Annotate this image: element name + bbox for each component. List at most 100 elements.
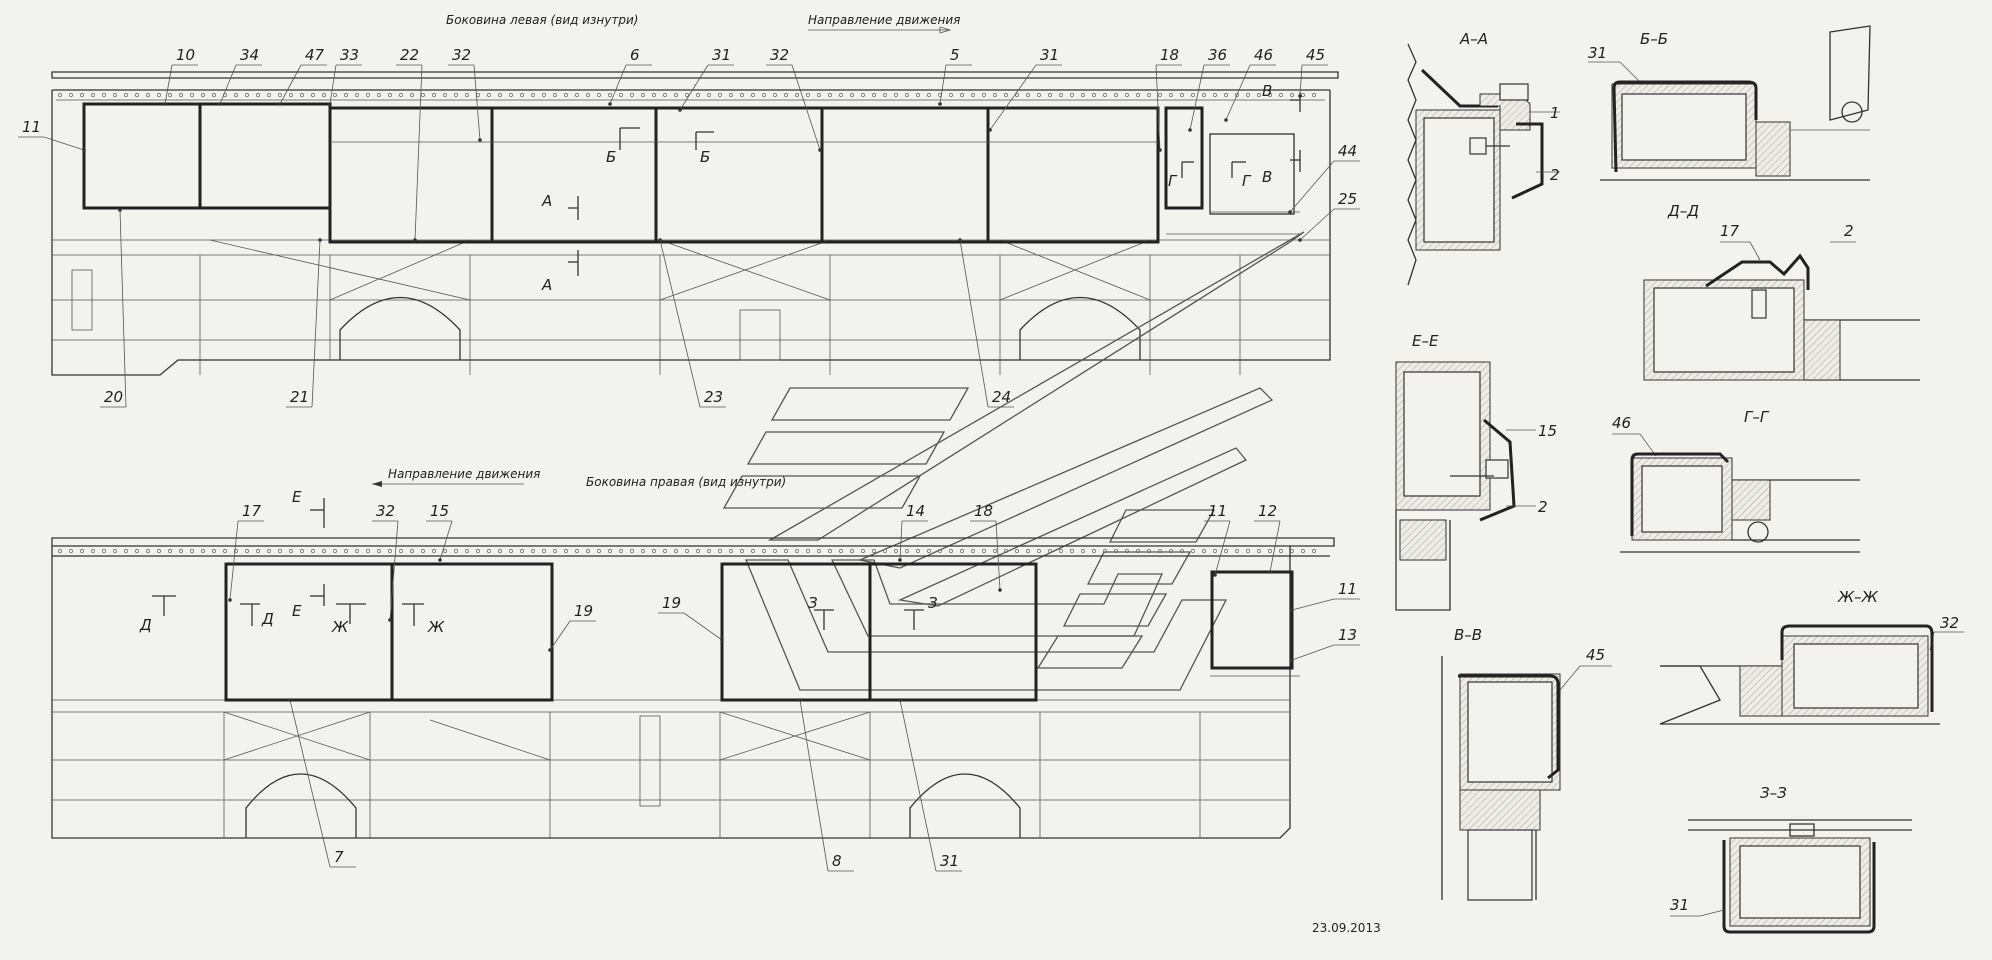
section-dd-title: Д–Д (1667, 202, 1699, 220)
right-cut-mark-7: З (928, 594, 938, 612)
left-callout-21: 21 (290, 388, 309, 406)
right-rivet-row (58, 549, 1316, 553)
section-ee-title: Е–Е (1412, 332, 1439, 350)
section-ee-label-15: 15 (1538, 422, 1557, 440)
right-callout-11: 11 (1208, 502, 1227, 520)
left-callout-leaders (18, 64, 1360, 408)
left-window-5 (654, 106, 824, 244)
section-dd-label-2: 2 (1844, 222, 1854, 240)
right-callout-19: 19 (662, 594, 681, 612)
left-cut-mark-6: В (1262, 82, 1272, 100)
left-window-7 (986, 106, 1160, 244)
section-aa-title: А–А (1459, 30, 1488, 48)
right-callout-8: 8 (832, 852, 842, 870)
left-direction-label: Направление движения (808, 13, 960, 27)
left-side-panel: Боковина левая (вид изнутри) Направление… (18, 13, 1360, 408)
left-callout-45: 45 (1306, 46, 1325, 64)
left-callout-46: 46 (1254, 46, 1273, 64)
right-cut-mark-6: З (808, 594, 818, 612)
right-wheel-arch-rear (909, 773, 1021, 838)
section-aa-label-2: 2 (1550, 166, 1560, 184)
section-ee: Е–Е 15 2 (1395, 332, 1557, 611)
section-zhzh-title: Ж–Ж (1837, 588, 1879, 606)
left-wheel-arch-front (339, 297, 461, 360)
left-direction-arrow-icon (939, 26, 952, 34)
right-callout-19: 19 (574, 602, 593, 620)
left-cut-mark-3: А (541, 276, 552, 294)
left-cut-mark-lines (568, 92, 1301, 276)
section-bb-label-31: 31 (1588, 44, 1607, 62)
left-frame-posts (199, 239, 1241, 375)
section-vv-title: В–В (1454, 626, 1482, 644)
right-callout-11: 11 (1338, 580, 1357, 598)
left-callout-31: 31 (1040, 46, 1059, 64)
section-aa: А–А 1 2 (1407, 30, 1560, 286)
left-window-2 (198, 102, 332, 210)
right-window-2 (390, 562, 554, 702)
left-callout-10: 10 (176, 46, 195, 64)
left-small-window (1209, 133, 1295, 215)
left-window-3 (328, 106, 494, 244)
right-direction-label: Направление движения (388, 467, 540, 481)
left-callout-23: 23 (704, 388, 723, 406)
left-window-6 (820, 106, 990, 244)
left-wheel-arch-rear (1019, 297, 1141, 360)
section-dd-label-17: 17 (1720, 222, 1740, 240)
section-vv: В–В 45 (1441, 626, 1612, 901)
left-panel-outline (51, 71, 1339, 376)
left-cut-mark-4: Г (1168, 172, 1178, 190)
section-zz-label-31: 31 (1670, 896, 1689, 914)
right-callout-12: 12 (1258, 502, 1277, 520)
left-window-1 (82, 102, 202, 210)
right-frame-posts (223, 711, 1201, 838)
right-window-1 (224, 562, 394, 702)
right-callout-7: 7 (334, 848, 344, 866)
left-callout-24: 24 (992, 388, 1011, 406)
left-rivet-row (58, 93, 1316, 97)
section-ee-label-2: 2 (1538, 498, 1548, 516)
left-callout-6: 6 (630, 46, 640, 64)
watermark-logo (722, 231, 1305, 691)
left-cut-mark-0: Б (606, 148, 616, 166)
right-panel-outline (51, 537, 1335, 839)
right-wheel-arch-front (245, 773, 357, 838)
right-callout-13: 13 (1338, 626, 1357, 644)
section-gg-label-46: 46 (1612, 414, 1631, 432)
left-callout-32: 32 (770, 46, 789, 64)
section-zz: З–З 31 (1670, 784, 1912, 934)
section-gg: Г–Г 46 (1612, 408, 1860, 553)
section-aa-label-1: 1 (1550, 104, 1560, 122)
right-callout-14: 14 (906, 502, 925, 520)
right-small-window (1210, 570, 1294, 670)
right-direction-arrow-icon (372, 481, 382, 487)
section-zhzh: Ж–Ж 32 (1659, 588, 1964, 725)
right-side-title: Боковина правая (вид изнутри) (586, 475, 786, 489)
section-dd: Д–Д 17 2 (1643, 202, 1920, 381)
left-callout-34: 34 (240, 46, 259, 64)
right-cut-mark-0: Е (292, 488, 302, 506)
left-side-title: Боковина левая (вид изнутри) (446, 13, 638, 27)
left-cut-mark-2: А (541, 192, 552, 210)
right-callout-32: 32 (376, 502, 395, 520)
left-door-post (1164, 106, 1204, 210)
right-side-panel: Направление движения Боковина правая (ви… (51, 467, 1360, 872)
left-callout-20: 20 (104, 388, 123, 406)
right-callout-17: 17 (242, 502, 262, 520)
left-windows (82, 102, 1300, 244)
left-callout-47: 47 (305, 46, 325, 64)
right-windows (224, 562, 1300, 702)
right-callout-31: 31 (940, 852, 959, 870)
left-callout-33: 33 (340, 46, 359, 64)
right-cut-mark-2: Д (139, 616, 152, 634)
section-gg-title: Г–Г (1744, 408, 1770, 426)
section-bb: Б–Б 31 (1588, 25, 1871, 181)
section-bb-title: Б–Б (1640, 30, 1668, 48)
section-zz-title: З–З (1760, 784, 1787, 802)
left-cut-mark-7: В (1262, 168, 1272, 186)
left-callout-31: 31 (712, 46, 731, 64)
